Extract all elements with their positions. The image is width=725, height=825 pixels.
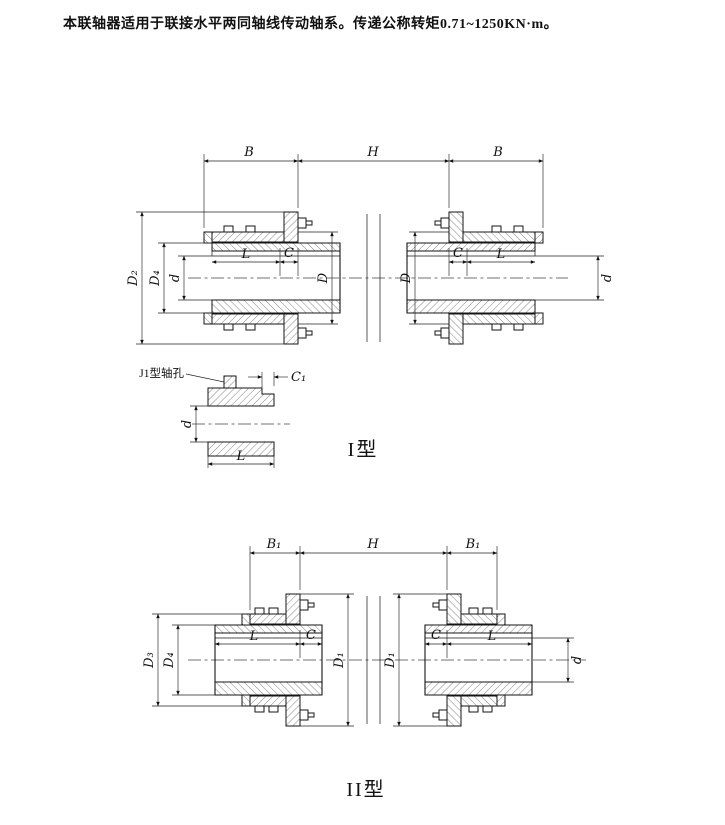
- type2-center-dimensions: D₁ D₁: [300, 593, 447, 727]
- dim-label-D1-left: D₁: [332, 652, 347, 669]
- type2-top-dimensions: B₁ H B₁: [249, 537, 498, 610]
- type1-j1-bore-detail: C₁ d L J1型轴孔: [139, 366, 306, 468]
- type2-caption: II型: [346, 778, 385, 801]
- type2-diagram: B₁ H B₁ D₃ D₄ L C C L: [142, 537, 586, 801]
- dim-label-L2-right: L: [487, 629, 497, 644]
- detail-title: J1型轴孔: [139, 366, 184, 380]
- type2-inner-dimensions: L C C L: [214, 628, 533, 658]
- dim-label-d2-right: d: [570, 656, 585, 664]
- dim-label-detail-L: L: [236, 449, 246, 464]
- type1-top-dimensions: B H B: [203, 145, 544, 228]
- dim-label-C2-right: C: [431, 628, 441, 643]
- dim-label-C1: C₁: [291, 370, 306, 385]
- dim-label-B1-left: B₁: [266, 537, 282, 552]
- type1-center-dimensions: D D: [298, 231, 449, 325]
- dim-label-L2-left: L: [249, 629, 259, 644]
- type2-right-bore-dimension: d: [532, 637, 585, 683]
- type1-diagram: B H B D₂ D₄ d L C: [126, 145, 615, 468]
- dim-label-D3: D₃: [142, 652, 157, 669]
- dim-label-D4-2: D₄: [162, 652, 177, 669]
- dim-label-D4: D₄: [148, 270, 163, 287]
- dim-label-B-right: B: [492, 145, 503, 160]
- dim-label-L-left: L: [241, 247, 251, 262]
- dim-label-D2: D₂: [126, 270, 141, 287]
- type2-left-dimensions: D₃ D₄: [142, 613, 250, 707]
- intro-text: 本联轴器适用于联接水平两同轴线传动轴系。传递公称转矩0.71~1250KN·m。: [63, 17, 559, 32]
- type1-inner-dimensions: L C C L: [211, 246, 536, 276]
- dim-label-H2: H: [366, 537, 379, 552]
- type1-caption: I型: [348, 438, 379, 461]
- dim-label-D-left: D: [316, 272, 331, 284]
- dim-label-L-right: L: [496, 247, 506, 262]
- dim-label-C-left: C: [284, 246, 294, 261]
- dim-label-H: H: [366, 145, 379, 160]
- detail-plug-boss: [223, 375, 237, 389]
- dim-label-d-left: d: [168, 274, 183, 282]
- dim-label-C2-left: C: [306, 628, 316, 643]
- dim-label-detail-d: d: [180, 420, 195, 428]
- dim-label-D-right: D: [399, 272, 414, 284]
- dim-label-d-right: d: [600, 274, 615, 282]
- type1-break-lines: [366, 214, 381, 342]
- dim-label-B1-right: B₁: [465, 537, 481, 552]
- type1-left-dimensions: D₂ D₄ d: [126, 211, 284, 345]
- dim-label-B-left: B: [243, 145, 254, 160]
- dim-label-D1-right: D₁: [383, 652, 398, 669]
- type2-break-lines: [366, 596, 381, 724]
- type1-right-bore-dimension: d: [535, 255, 615, 301]
- dim-label-C-right: C: [453, 246, 463, 261]
